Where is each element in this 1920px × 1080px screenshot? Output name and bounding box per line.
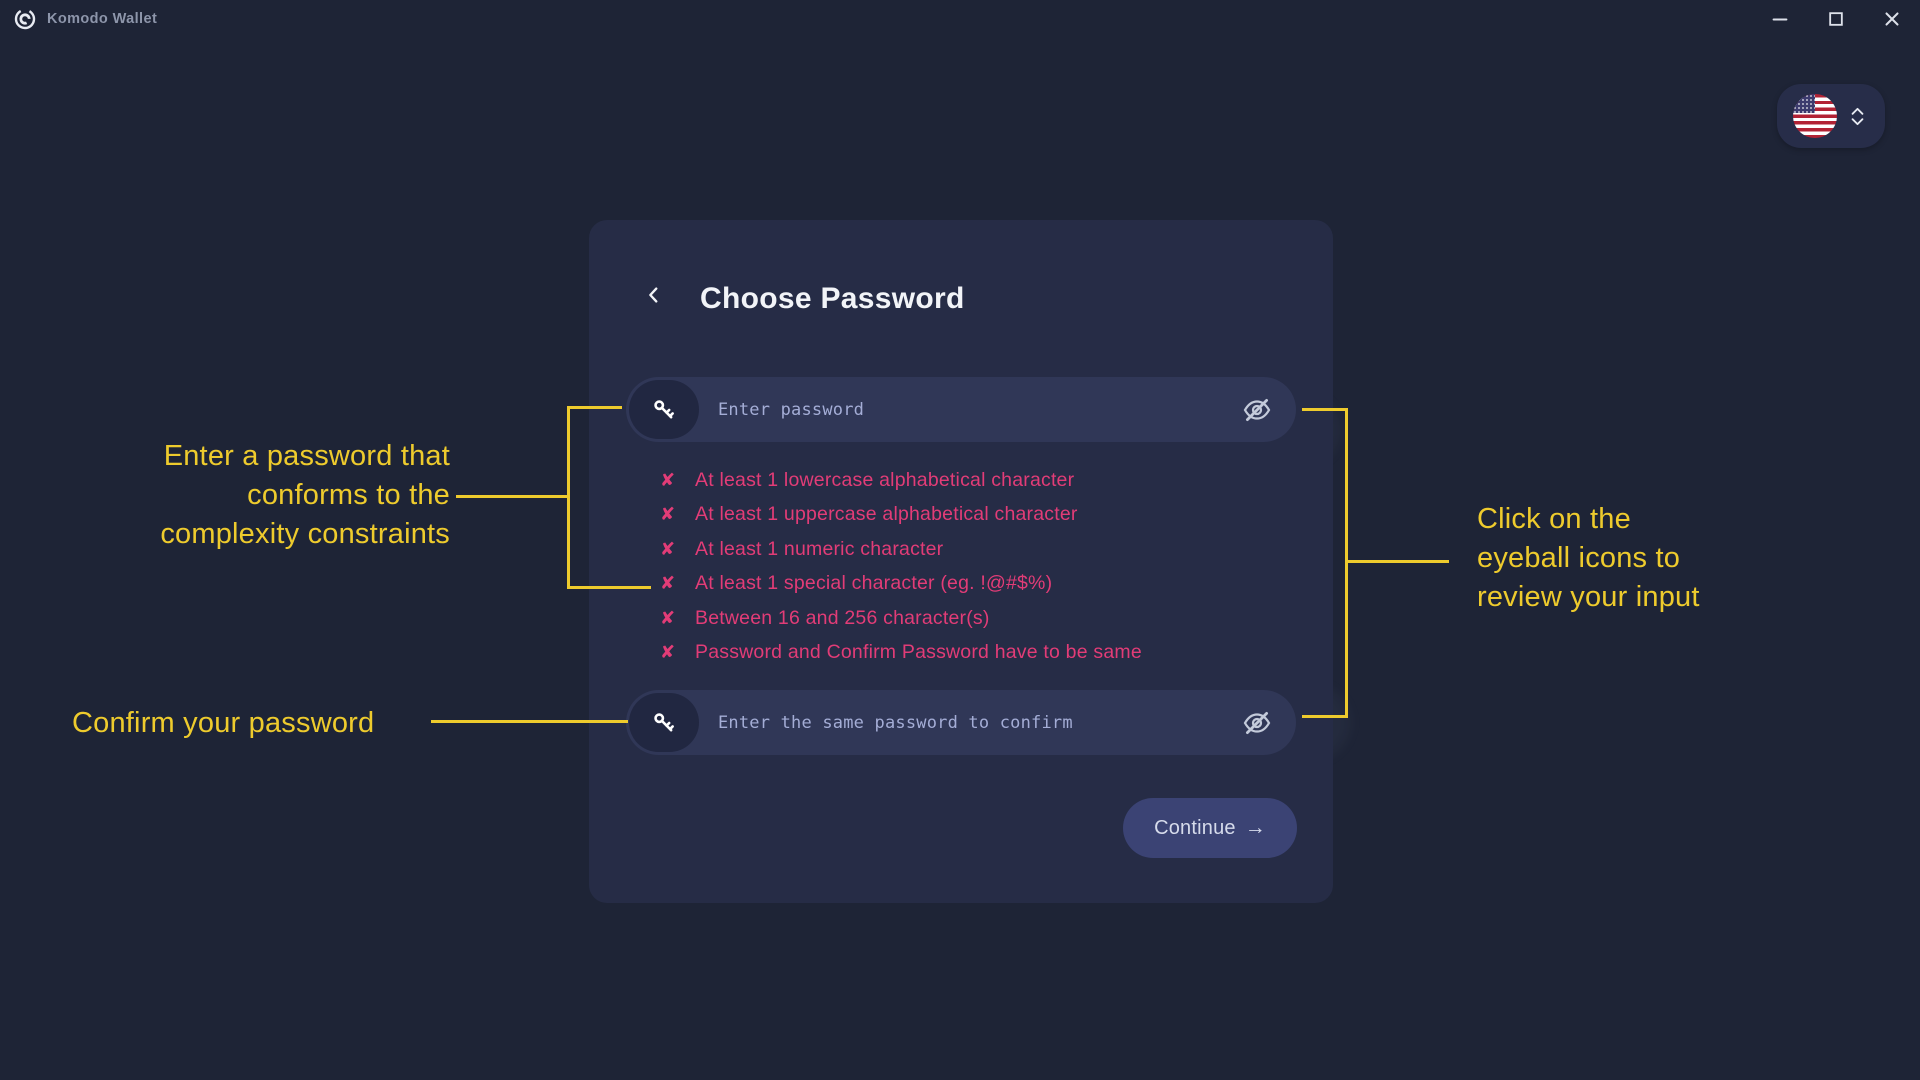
- language-dropdown-chevrons: [1849, 106, 1866, 127]
- language-selector[interactable]: [1777, 84, 1885, 148]
- connector-line: [1345, 408, 1348, 718]
- validation-item: ✘ At least 1 numeric character: [660, 532, 1142, 567]
- validation-item-label: Between 16 and 256 character(s): [695, 606, 990, 629]
- x-mark-icon: ✘: [660, 504, 676, 526]
- connector-line: [1302, 715, 1348, 718]
- annotation-line: complexity constraints: [160, 518, 450, 550]
- window-controls: [1752, 0, 1920, 38]
- minimize-icon: [1772, 18, 1788, 21]
- close-icon: [1885, 12, 1899, 26]
- validation-item-label: At least 1 numeric character: [695, 537, 944, 560]
- back-button[interactable]: [639, 278, 669, 312]
- x-mark-icon: ✘: [660, 642, 676, 664]
- validation-item: ✘ Password and Confirm Password have to …: [660, 636, 1142, 671]
- x-mark-icon: ✘: [660, 538, 676, 560]
- key-icon: [654, 399, 674, 418]
- connector-line: [567, 586, 651, 589]
- validation-item-label: Password and Confirm Password have to be…: [695, 641, 1142, 664]
- us-flag-icon: [1793, 94, 1837, 138]
- validation-item-label: At least 1 lowercase alphabetical charac…: [695, 468, 1075, 491]
- maximize-button[interactable]: [1808, 0, 1864, 38]
- annotation-line: Enter a password that: [163, 440, 450, 472]
- validation-item: ✘ At least 1 lowercase alphabetical char…: [660, 463, 1142, 498]
- annotation-eyeball-icons: Click on the eyeball icons to review you…: [1477, 500, 1807, 617]
- key-icon-capsule: [629, 693, 699, 752]
- password-visibility-toggle[interactable]: [1240, 393, 1274, 427]
- password-validation-list: ✘ At least 1 lowercase alphabetical char…: [660, 463, 1142, 670]
- connector-line: [456, 495, 569, 498]
- minimize-button[interactable]: [1752, 0, 1808, 38]
- annotation-line: Click on the: [1477, 503, 1631, 535]
- key-icon: [654, 712, 674, 731]
- annotation-line: conforms to the: [247, 479, 450, 511]
- validation-item: ✘ Between 16 and 256 character(s): [660, 601, 1142, 636]
- connector-line: [1345, 560, 1449, 563]
- x-mark-icon: ✘: [660, 607, 676, 629]
- chevron-down-icon: [1851, 117, 1864, 125]
- key-icon-capsule: [629, 380, 699, 439]
- chevron-left-icon: [649, 287, 658, 303]
- annotation-password-constraints: Enter a password that conforms to the co…: [60, 437, 450, 554]
- eye-off-icon: [1243, 398, 1271, 421]
- annotation-confirm-password: Confirm your password: [72, 707, 375, 739]
- annotation-line: review your input: [1477, 581, 1700, 613]
- validation-item: ✘ At least 1 special character (eg. !@#$…: [660, 567, 1142, 602]
- connector-line: [431, 720, 628, 723]
- validation-item-label: At least 1 special character (eg. !@#$%): [695, 572, 1053, 595]
- komodo-logo-icon: [12, 6, 38, 32]
- maximize-icon: [1829, 12, 1843, 26]
- connector-line: [1302, 408, 1348, 411]
- page-title: Choose Password: [700, 282, 965, 315]
- confirm-password-input[interactable]: Enter the same password to confirm: [626, 690, 1296, 755]
- flag-canton: [1793, 94, 1815, 113]
- continue-label: Continue: [1154, 816, 1236, 839]
- titlebar: Komodo Wallet: [0, 0, 1920, 38]
- app-title: Komodo Wallet: [47, 11, 158, 27]
- x-mark-icon: ✘: [660, 573, 676, 595]
- eye-off-icon: [1243, 711, 1271, 734]
- validation-item: ✘ At least 1 uppercase alphabetical char…: [660, 498, 1142, 533]
- confirm-visibility-toggle[interactable]: [1240, 706, 1274, 740]
- close-button[interactable]: [1864, 0, 1920, 38]
- x-mark-icon: ✘: [660, 469, 676, 491]
- password-placeholder: Enter password: [718, 399, 865, 420]
- annotation-line: eyeball icons to: [1477, 542, 1681, 574]
- choose-password-card: Choose Password Enter password: [589, 220, 1333, 903]
- validation-item-label: At least 1 uppercase alphabetical charac…: [695, 503, 1078, 526]
- continue-button[interactable]: Continue →: [1123, 798, 1297, 858]
- password-input[interactable]: Enter password: [626, 377, 1296, 442]
- arrow-right-icon: →: [1244, 816, 1266, 839]
- confirm-password-placeholder: Enter the same password to confirm: [718, 712, 1073, 733]
- chevron-up-icon: [1851, 107, 1864, 115]
- connector-line: [567, 406, 622, 409]
